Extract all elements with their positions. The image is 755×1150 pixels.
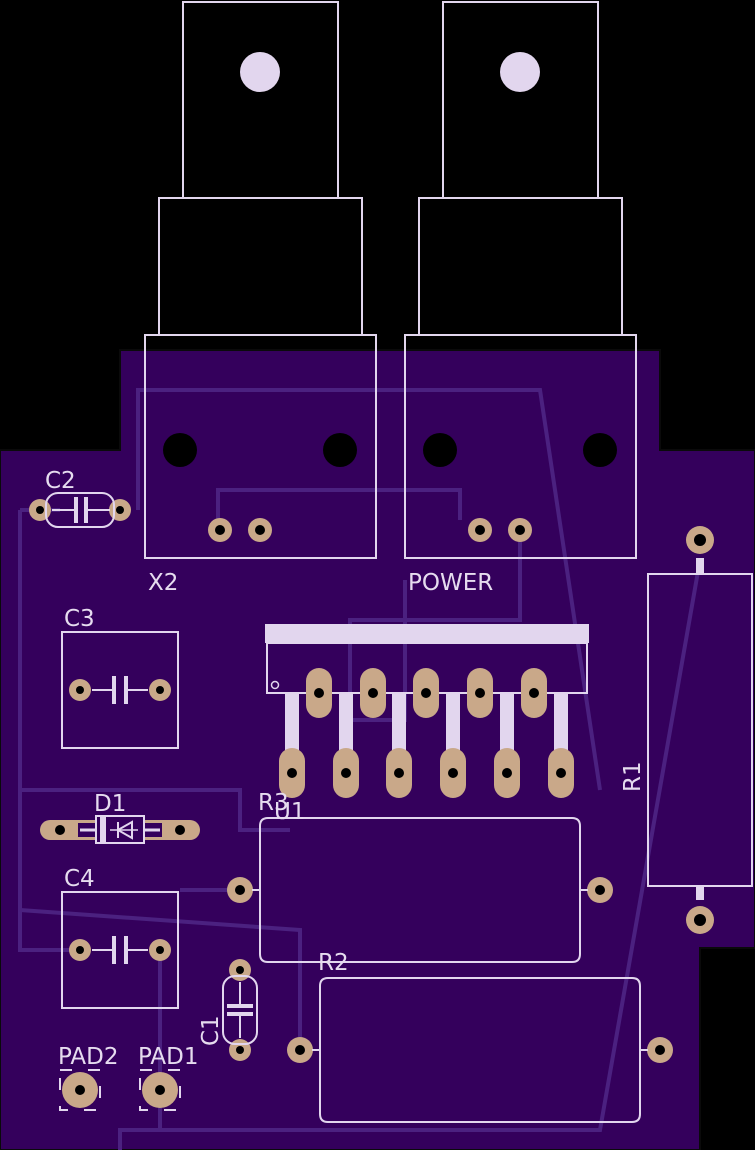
capacitor-c3 (61, 631, 179, 749)
label-c1: C1 (198, 1015, 224, 1046)
label-c3: C3 (64, 606, 95, 632)
label-c4: C4 (64, 866, 95, 892)
pad-pad2 (59, 1069, 101, 1111)
label-r2: R2 (318, 950, 349, 976)
pad-drills (36, 506, 706, 1055)
capacitor-c1 (222, 975, 258, 1045)
label-r3: R3 (258, 790, 289, 816)
mount-hole-x2 (240, 52, 280, 92)
board-outline (0, 349, 755, 1150)
diode-d1 (40, 815, 200, 844)
drill-hole (423, 433, 457, 467)
traces (18, 388, 702, 1150)
drill-hole (323, 433, 357, 467)
mount-hole-power (500, 52, 540, 92)
label-x2: X2 (148, 570, 178, 596)
label-pad1: PAD1 (138, 1044, 198, 1070)
capacitor-c2 (45, 492, 115, 528)
resistor-r1 (647, 558, 753, 900)
ic-u1 (265, 624, 589, 798)
resistor-r3 (252, 817, 588, 963)
connector-x2 (144, 1, 377, 559)
label-power: POWER (408, 570, 493, 596)
pad-pad1 (139, 1069, 181, 1111)
resistor-r2 (312, 977, 648, 1123)
label-pad2: PAD2 (58, 1044, 118, 1070)
connector-power (404, 1, 637, 559)
label-u1: U1 (274, 799, 305, 825)
capacitor-c4 (61, 891, 179, 1009)
drill-hole (583, 433, 617, 467)
drill-hole (163, 433, 197, 467)
label-d1: D1 (94, 791, 126, 817)
label-r1: R1 (620, 761, 646, 792)
label-c2: C2 (45, 468, 76, 494)
